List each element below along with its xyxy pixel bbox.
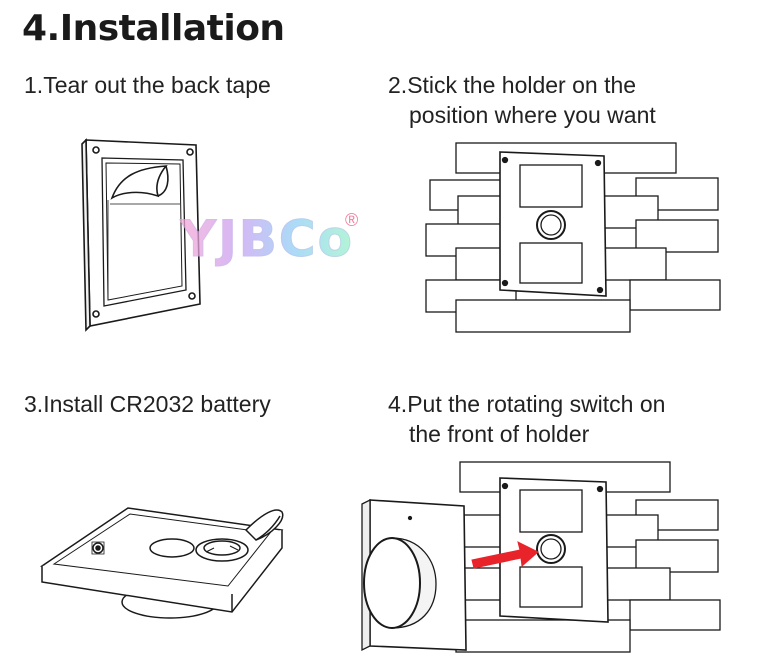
step-4-instruction: 4.Put the rotating switch on the front o… (388, 389, 665, 449)
yjbco-watermark: YJBCo (180, 210, 354, 269)
brick-wall (425, 142, 721, 333)
step-1-instruction: 1.Tear out the back tape (24, 70, 271, 100)
step-2-text-line2: position where you want (409, 102, 656, 128)
holder-tilted (39, 507, 284, 619)
cr2032-battery-icon (244, 509, 284, 541)
step-1-text: Tear out the back tape (43, 72, 271, 98)
step-4-number: 4. (388, 391, 408, 417)
step-3-text: Install CR2032 battery (43, 391, 271, 417)
holder-plate (499, 151, 607, 297)
step-2-instruction: 2.Stick the holder on the position where… (388, 70, 656, 130)
step-3-instruction: 3.Install CR2032 battery (24, 389, 271, 419)
step-2-number: 2. (388, 72, 408, 98)
holder-plate-2 (499, 477, 609, 623)
page-title: 4.Installation (22, 8, 285, 49)
step-4-text: Put the rotating switch on (407, 391, 666, 417)
registered-mark: ® (345, 210, 359, 230)
battery-cover-icon (195, 538, 249, 562)
red-arrow-icon (471, 541, 539, 569)
step-2-text: Stick the holder on the (407, 72, 637, 98)
step-1-number: 1. (24, 72, 44, 98)
peeling-tape (107, 165, 180, 298)
rotating-switch (361, 498, 467, 652)
step-4-text-line2: the front of holder (409, 421, 590, 447)
step-3-number: 3. (24, 391, 44, 417)
brick-wall-2 (455, 461, 721, 653)
